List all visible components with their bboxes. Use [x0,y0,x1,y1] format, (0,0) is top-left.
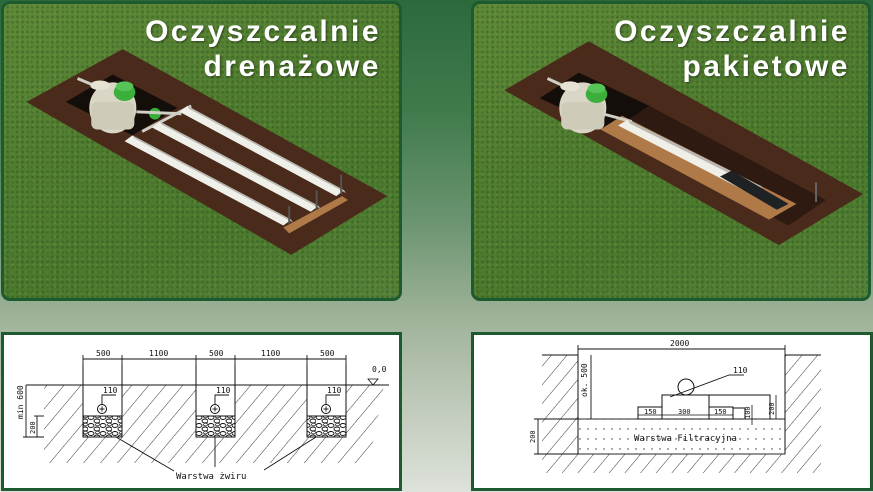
dimension-label: 150 [714,408,727,416]
gravel-height-label: 200 [29,421,37,434]
treatment-plant-tank-icon [559,81,608,134]
title-line-2: drenażowe [203,50,381,83]
pipe-diameter-label: 110 [327,386,342,395]
ground-level-label: 0,0 [372,365,387,374]
block-height-label: 200 [768,402,776,415]
dimension-label: 1100 [261,349,280,358]
panel-title: Oczyszczalnie drenażowe [145,14,381,84]
layer-height-label: 200 [529,430,537,443]
width-dimension-label: 2000 [670,339,689,348]
dimension-label: 300 [678,408,691,416]
pipe-diameter-label: 110 [733,366,748,375]
pipe-diameter-label: 110 [103,386,118,395]
pipe-110-icon [677,378,695,396]
dimension-label: 1100 [149,349,168,358]
drainage-cross-section-diagram: 110 110 110 500 1100 500 1100 500 0,0 mi… [1,332,402,491]
gravel-layer-label: Warstwa żwiru [176,472,246,482]
package-treatment-panel: Oczyszczalnie pakietowe [471,1,871,301]
package-cross-section-diagram: 2000 ok. 500 200 110 150 300 150 100 200… [471,332,873,491]
panel-title: Oczyszczalnie pakietowe [614,14,850,84]
septic-tank-icon [89,80,137,134]
step-height-label: 100 [744,406,752,419]
dimension-label: 150 [644,408,657,416]
gravel-layer [82,415,123,438]
filter-layer-label: Warstwa Filtracyjna [634,434,737,444]
drainage-pipes [124,105,347,226]
drainage-treatment-panel: Oczyszczalnie drenażowe [1,1,402,301]
gravel-layer [195,415,236,438]
package-filter-illustration [504,41,864,246]
dimension-label: 500 [96,349,111,358]
min-depth-label: min 600 [16,385,25,419]
black-drain-pipe [720,170,789,210]
title-line-1: Oczyszczalnie [145,15,381,48]
dimension-label: 500 [320,349,335,358]
dimension-label: 500 [209,349,224,358]
title-line-1: Oczyszczalnie [614,15,850,48]
drainage-field-illustration [26,49,388,255]
gravel-layer [306,415,347,438]
title-line-2: pakietowe [682,50,850,83]
pipe-diameter-label: 110 [216,386,231,395]
approx-depth-label: ok. 500 [580,363,589,397]
level-marker-icon [367,378,379,386]
